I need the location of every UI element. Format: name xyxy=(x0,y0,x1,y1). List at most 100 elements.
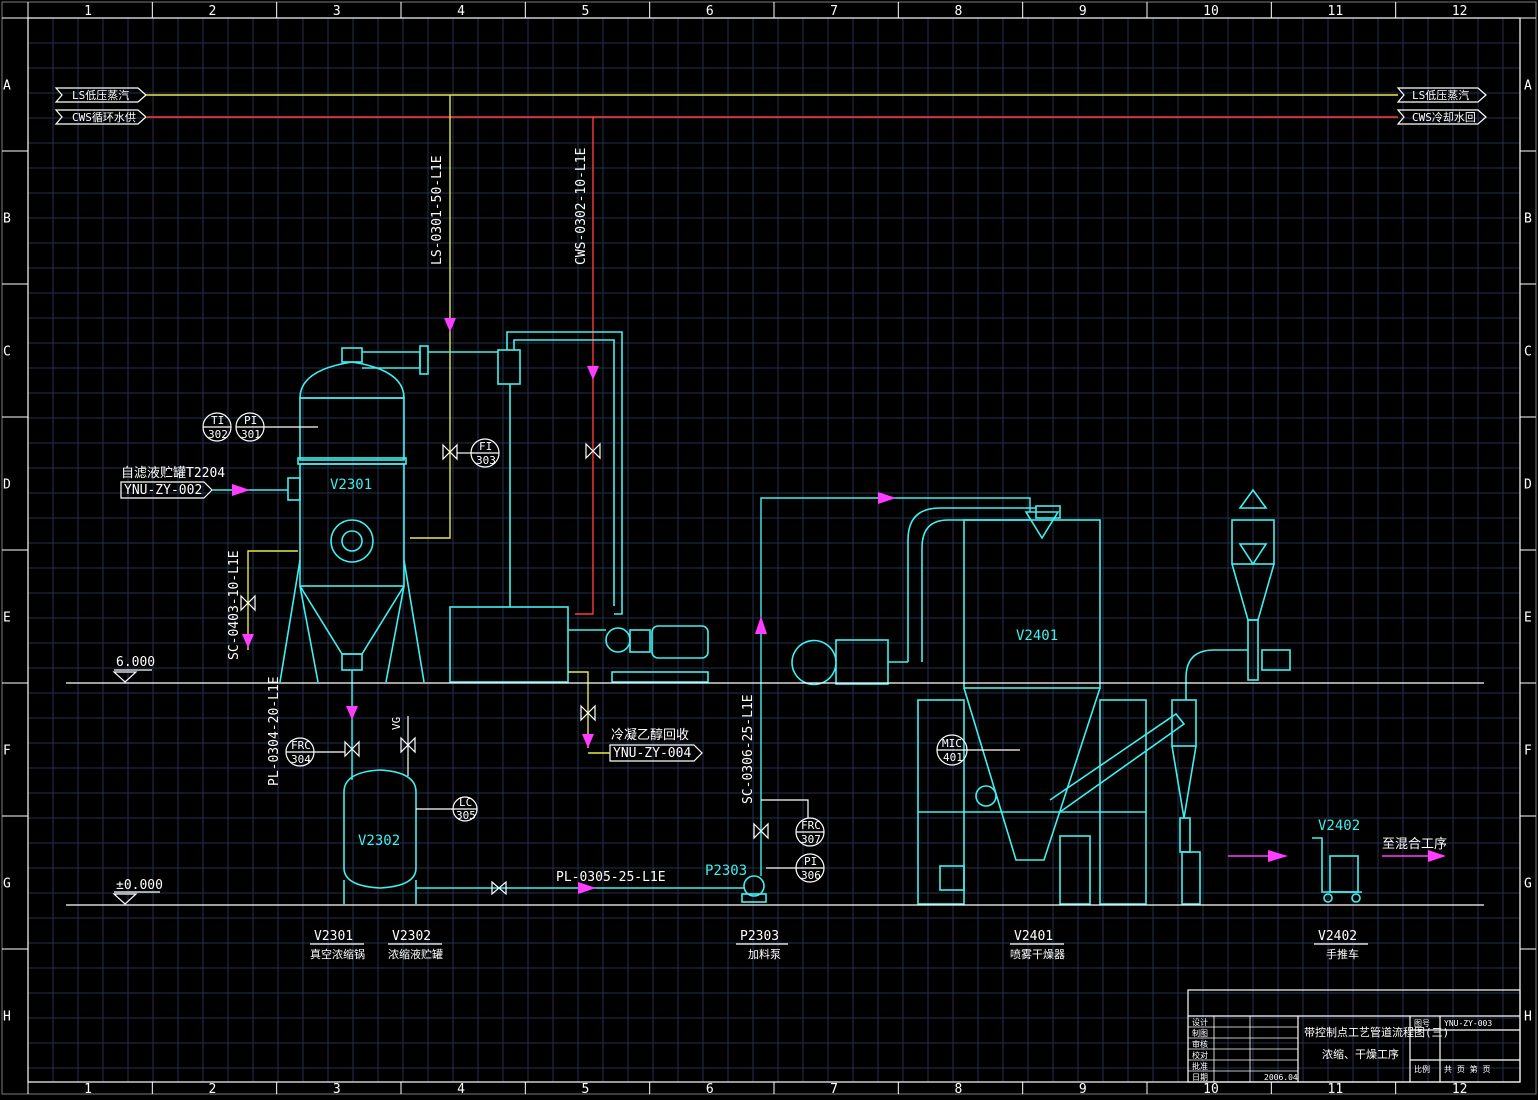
column-label: 7 xyxy=(830,4,838,19)
glycol-tag xyxy=(609,744,703,762)
condenser-loop-inner xyxy=(513,339,615,606)
cws-out-label: CWS冷却水回 xyxy=(1412,111,1476,124)
condenser-head xyxy=(497,349,521,385)
v2301-instruments: TI 302 PI 301 FI 303 xyxy=(202,412,500,468)
role-label: 批准 xyxy=(1192,1061,1208,1071)
v2401-atomizer-head xyxy=(1035,505,1061,519)
v2301-concentrator: V2301 xyxy=(279,345,498,683)
v2301-upper-shell xyxy=(299,397,405,461)
eq-list-v2302-tag: V2302 xyxy=(392,929,431,944)
bag-filter-cap xyxy=(1238,488,1268,509)
sc306-line-number: SC-0306-25-L1E xyxy=(741,694,756,804)
elevation-6000-marker xyxy=(112,671,138,683)
role-label: 制图 xyxy=(1192,1028,1208,1038)
air-heater xyxy=(835,639,889,685)
steam-valve xyxy=(442,443,458,461)
air-blower xyxy=(791,639,837,686)
v2301-leg-inner-r xyxy=(385,585,405,683)
role-label: 校对 xyxy=(1192,1050,1208,1060)
p2303-base xyxy=(741,893,767,903)
glycol-line xyxy=(568,671,589,748)
row-label: D xyxy=(1524,478,1532,493)
v2301-feed-nozzle xyxy=(287,477,301,501)
frc-307-tag: FRC xyxy=(801,819,821,832)
column-label: 5 xyxy=(582,4,590,19)
v2401-atomizer xyxy=(1024,511,1060,540)
role-label: 设计 xyxy=(1192,1017,1208,1027)
v2401-support-r xyxy=(1099,699,1147,905)
pump-motor xyxy=(651,625,709,659)
column-label: 5 xyxy=(582,1082,590,1096)
pi-306-tag: PI xyxy=(804,855,817,868)
cws-branch xyxy=(575,117,594,615)
title-block-rev: 比例 xyxy=(1414,1064,1430,1074)
title-block-stamp-value: YNU-ZY-003 xyxy=(1444,1019,1492,1028)
column-label: 2 xyxy=(209,4,217,19)
row-label: D xyxy=(3,478,11,493)
v2401-inspection xyxy=(939,865,965,891)
feed-source-title: 自滤液贮罐T2204 xyxy=(121,466,225,481)
glycol-code: YNU-ZY-004 xyxy=(613,746,691,761)
cws-line-number: CWS-0302-10-L1E xyxy=(574,148,589,265)
condenser-unit xyxy=(449,331,709,748)
p2303-pump: P2303 SC-0306-25-L1E FRC 307 PI 306 xyxy=(705,492,1031,903)
v2302-body xyxy=(343,769,417,889)
column-label: 8 xyxy=(955,4,963,19)
row-label: B xyxy=(3,212,11,227)
eq-list-v2401-name: 喷雾干燥器 xyxy=(1010,948,1065,961)
eq-list-p2303-name: 加料泵 xyxy=(748,947,781,961)
cyclone-drum xyxy=(1181,851,1201,905)
steam-line-number: LS-0301-50-L1E xyxy=(430,155,445,265)
row-label: B xyxy=(1524,212,1532,227)
column-label: 10 xyxy=(1203,1082,1219,1096)
fi-303-tag: FI xyxy=(479,440,492,453)
bag-filter-stem xyxy=(1247,619,1259,681)
steam-in-tag xyxy=(54,87,147,103)
v2401-collector xyxy=(1059,835,1091,905)
vg-valve xyxy=(400,736,416,754)
sc-drain-line-number: SC-0403-10-L1E xyxy=(227,550,242,660)
equipment-list: V2301 真空浓缩锅 V2302 浓缩液贮罐 P2303 加料泵 V2401 … xyxy=(310,929,1368,961)
column-label: 6 xyxy=(706,4,714,19)
pl304-valve xyxy=(344,740,360,758)
frc-304-tag: FRC xyxy=(291,739,311,752)
pi-306-num: 306 xyxy=(801,869,821,882)
column-label: 9 xyxy=(1079,1082,1087,1096)
v2301-pipe-flange xyxy=(419,345,429,375)
row-label: A xyxy=(3,79,11,94)
background-grid xyxy=(27,17,1520,1082)
elevation-0000-marker xyxy=(112,893,138,905)
cws-out-tag xyxy=(1396,109,1487,125)
steam-flow-arrow xyxy=(444,318,456,332)
branch-lines: LS-0301-50-L1E CWS-0302-10-L1E xyxy=(410,95,601,615)
v2401-support-l xyxy=(917,699,965,905)
row-label: F xyxy=(3,744,11,759)
cyclone-body xyxy=(1171,699,1197,747)
row-label: E xyxy=(1524,611,1532,626)
utility-headers: LS低压蒸汽 CWS循环水供 LS低压蒸汽 CWS冷却水回 xyxy=(54,87,1487,125)
column-label: 12 xyxy=(1452,4,1468,19)
row-label: H xyxy=(1524,1010,1532,1025)
ti-302-num: 302 xyxy=(208,428,228,441)
title-block-stamp-label: 图号 xyxy=(1414,1019,1430,1028)
column-label: 9 xyxy=(1079,4,1087,19)
pl304-arrow xyxy=(346,706,358,720)
row-label: A xyxy=(1524,79,1532,94)
role-label: 审核 xyxy=(1192,1039,1208,1049)
cws-in-label: CWS循环水供 xyxy=(72,110,136,124)
frc-307-num: 307 xyxy=(801,833,821,846)
column-label: 11 xyxy=(1328,1082,1344,1096)
hot-air-duct-outer xyxy=(907,507,1036,662)
cws-in-tag xyxy=(54,109,147,125)
pl305-valve xyxy=(491,880,507,896)
sc-drain-valve xyxy=(240,594,256,612)
v2401-drying-chamber xyxy=(963,519,1101,689)
hot-air-duct-inner xyxy=(921,519,1030,662)
pi-301-num: 301 xyxy=(241,428,261,441)
transfer-note: 至混合工序 xyxy=(1382,837,1447,852)
row-label: E xyxy=(3,611,11,626)
